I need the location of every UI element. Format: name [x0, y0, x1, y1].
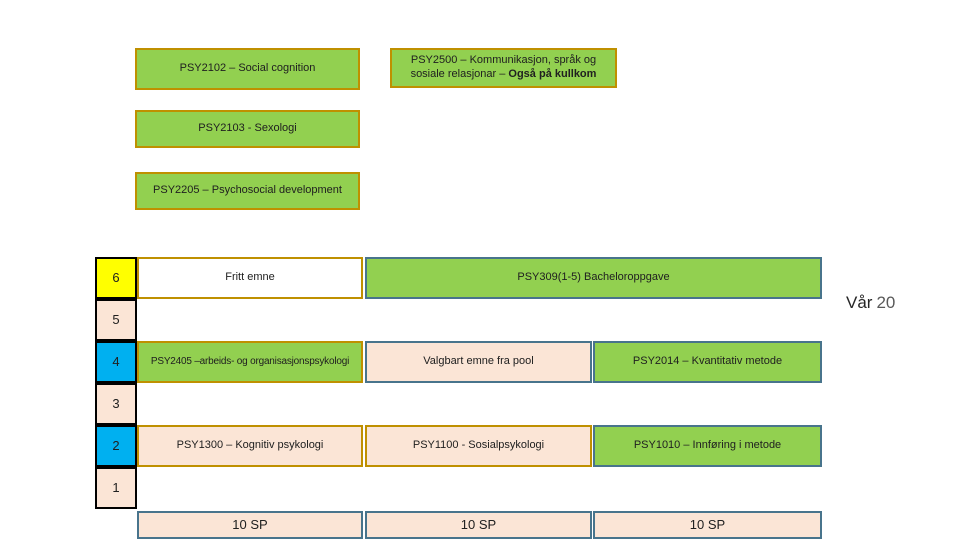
course-label: PSY1300 – Kognitiv psykologi [176, 439, 324, 452]
course-box-psy2500: PSY2500 – Kommunikasjon, språk og sosial… [390, 48, 617, 88]
row-number-label: 1 [112, 479, 120, 495]
course-label-bold-part: Også på kullkom [508, 68, 597, 80]
course-label: PSY2500 – Kommunikasjon, språk og sosial… [410, 54, 597, 80]
row-number-label: 4 [112, 353, 120, 369]
course-label: PSY2205 – Psychosocial development [153, 184, 342, 197]
credits-box-col3: 10 SP [593, 511, 822, 539]
course-box-psy2205: PSY2205 – Psychosocial development [135, 172, 360, 210]
row-number-2: 2 [95, 425, 137, 467]
semester-name: Vår [846, 293, 873, 312]
row-number-label: 5 [112, 311, 120, 327]
course-box-psy2014: PSY2014 – Kvantitativ metode [593, 341, 822, 383]
course-label: PSY2103 - Sexologi [198, 122, 297, 135]
course-box-psy309-bacheloroppgave: PSY309(1-5) Bacheloroppgave [365, 257, 822, 299]
row-number-3: 3 [95, 383, 137, 425]
credits-label: 10 SP [460, 516, 497, 532]
course-box-psy1010: PSY1010 – Innføring i metode [593, 425, 822, 467]
course-box-valgbart-emne: Valgbart emne fra pool [365, 341, 592, 383]
row-number-5: 5 [95, 299, 137, 341]
course-label: PSY2405 –arbeids- og organisasjonspsykol… [150, 355, 350, 367]
course-label: PSY2102 – Social cognition [179, 62, 316, 75]
course-label: PSY309(1-5) Bacheloroppgave [517, 271, 670, 284]
row-number-label: 3 [112, 395, 120, 411]
course-box-psy2102: PSY2102 – Social cognition [135, 48, 360, 90]
course-box-psy2103: PSY2103 - Sexologi [135, 110, 360, 148]
course-box-fritt-emne: Fritt emne [137, 257, 363, 299]
row-number-label: 6 [112, 269, 120, 285]
course-box-psy2405: PSY2405 –arbeids- og organisasjonspsykol… [137, 341, 363, 383]
row-number-6: 6 [95, 257, 137, 299]
course-label: Fritt emne [225, 271, 275, 284]
row-number-4: 4 [95, 341, 137, 383]
row-number-label: 2 [112, 437, 120, 453]
course-label: PSY1010 – Innføring i metode [633, 439, 782, 452]
course-label: PSY1100 - Sosialpsykologi [412, 439, 545, 452]
course-box-psy1300: PSY1300 – Kognitiv psykologi [137, 425, 363, 467]
credits-box-col1: 10 SP [137, 511, 363, 539]
row-number-1: 1 [95, 467, 137, 509]
credits-label: 10 SP [689, 516, 726, 532]
course-box-psy1100: PSY1100 - Sosialpsykologi [365, 425, 592, 467]
semester-year: 20 [876, 293, 896, 312]
course-label: PSY2014 – Kvantitativ metode [632, 355, 783, 368]
credits-label: 10 SP [232, 516, 268, 532]
course-label: Valgbart emne fra pool [423, 355, 534, 368]
credits-box-col2: 10 SP [365, 511, 592, 539]
